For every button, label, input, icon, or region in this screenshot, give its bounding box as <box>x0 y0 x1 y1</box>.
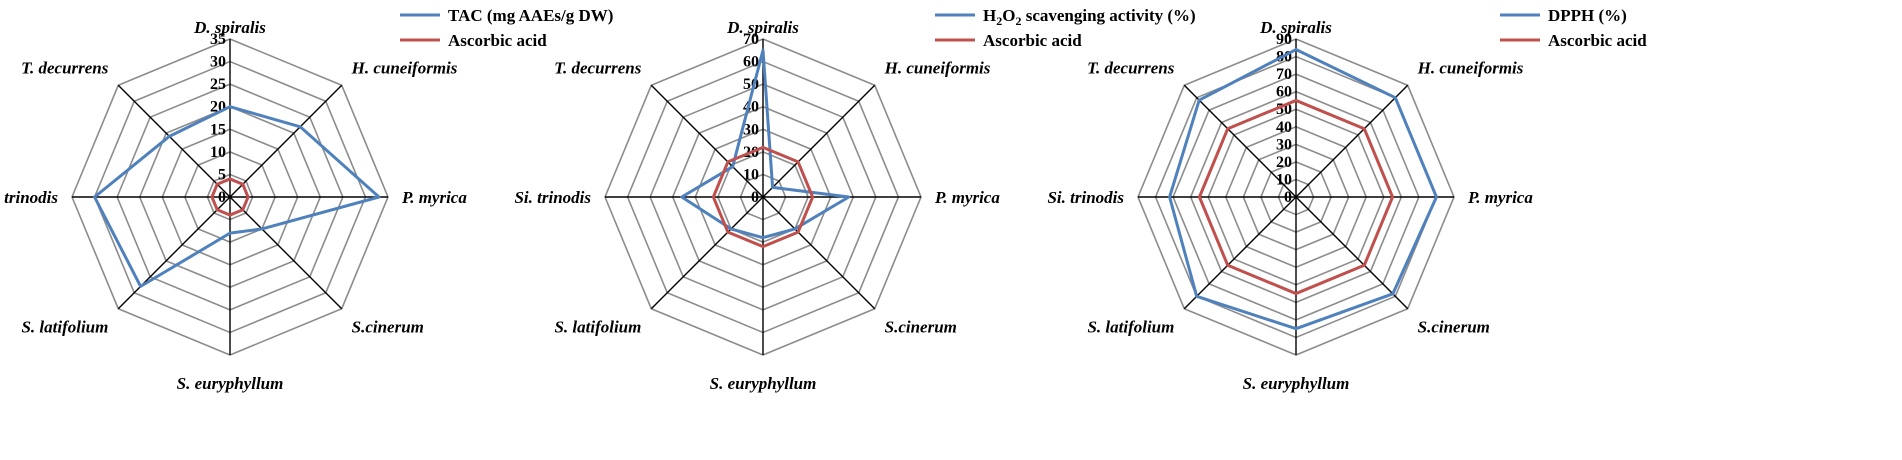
tick-label: 0 <box>1284 189 1292 206</box>
tick-label: 10 <box>1276 171 1292 188</box>
series-line-primary <box>680 48 851 240</box>
axis-spoke <box>229 84 343 198</box>
category-label: T. decurrens <box>1087 58 1175 77</box>
category-label: S. latifolium <box>554 318 641 337</box>
category-label: Si. trinodis <box>0 188 58 207</box>
axis-spoke <box>1295 84 1409 198</box>
category-label: H. cuneiformis <box>351 58 458 77</box>
axis-spoke <box>1295 196 1409 310</box>
tick-label: 10 <box>210 144 226 161</box>
tick-label: 20 <box>1276 154 1292 171</box>
tick-label: 0 <box>751 189 759 206</box>
axis-spoke <box>117 196 231 310</box>
tick-label: 70 <box>1276 66 1292 83</box>
category-label: S. euryphyllum <box>1243 374 1350 393</box>
tick-label: 40 <box>1276 119 1292 136</box>
series-line-primary <box>93 105 381 288</box>
tick-label: 30 <box>1276 136 1292 153</box>
category-label: S. latifolium <box>1087 318 1174 337</box>
tick-label: 15 <box>210 121 226 138</box>
axis-spoke <box>650 196 764 310</box>
legend-label: DPPH (%) <box>1548 6 1627 25</box>
tick-label: 60 <box>1276 84 1292 101</box>
category-label: T. decurrens <box>21 58 109 77</box>
series-line-ascorbic-acid <box>1197 98 1395 296</box>
tick-label: 5 <box>218 166 226 183</box>
legend-label: Ascorbic acid <box>983 31 1082 50</box>
tick-label: 90 <box>1276 31 1292 48</box>
category-label: P. myrica <box>934 188 1000 207</box>
series-line-primary <box>1168 48 1438 331</box>
axis-spoke <box>229 196 343 310</box>
axis-spoke <box>762 196 876 310</box>
category-label: P. myrica <box>1467 188 1533 207</box>
category-label: S.cinerum <box>1418 318 1490 337</box>
tick-label: 70 <box>743 31 759 48</box>
tick-label: 30 <box>210 54 226 71</box>
tick-label: 35 <box>210 31 226 48</box>
tick-label: 60 <box>743 54 759 71</box>
tick-label: 30 <box>743 121 759 138</box>
category-label: S.cinerum <box>885 318 957 337</box>
legend-label: Ascorbic acid <box>1548 31 1647 50</box>
legend-label: Ascorbic acid <box>448 31 547 50</box>
category-label: D. spiralis <box>1259 18 1332 37</box>
legend-label: H2O2 scavenging activity (%) <box>983 6 1196 28</box>
category-label: D. spiralis <box>193 18 266 37</box>
tick-label: 25 <box>210 76 226 93</box>
series-line-ascorbic-acid <box>210 177 250 217</box>
category-label: T. decurrens <box>554 58 642 77</box>
category-label: Si. trinodis <box>514 188 591 207</box>
axis-spoke <box>1183 84 1297 198</box>
category-label: S. latifolium <box>21 318 108 337</box>
axis-spoke <box>650 84 764 198</box>
category-label: H. cuneiformis <box>884 58 991 77</box>
legend-label: TAC (mg AAEs/g DW) <box>448 6 613 25</box>
category-label: Si. trinodis <box>1047 188 1124 207</box>
axis-spoke <box>762 84 876 198</box>
series-line-ascorbic-acid <box>711 145 815 249</box>
axis-spoke <box>117 84 231 198</box>
tick-label: 10 <box>743 166 759 183</box>
category-label: H. cuneiformis <box>1417 58 1524 77</box>
category-label: S. euryphyllum <box>710 374 817 393</box>
category-label: S. euryphyllum <box>177 374 284 393</box>
category-label: D. spiralis <box>726 18 799 37</box>
category-label: S.cinerum <box>352 318 424 337</box>
axis-spoke <box>1183 196 1297 310</box>
tick-label: 0 <box>218 189 226 206</box>
category-label: P. myrica <box>401 188 467 207</box>
